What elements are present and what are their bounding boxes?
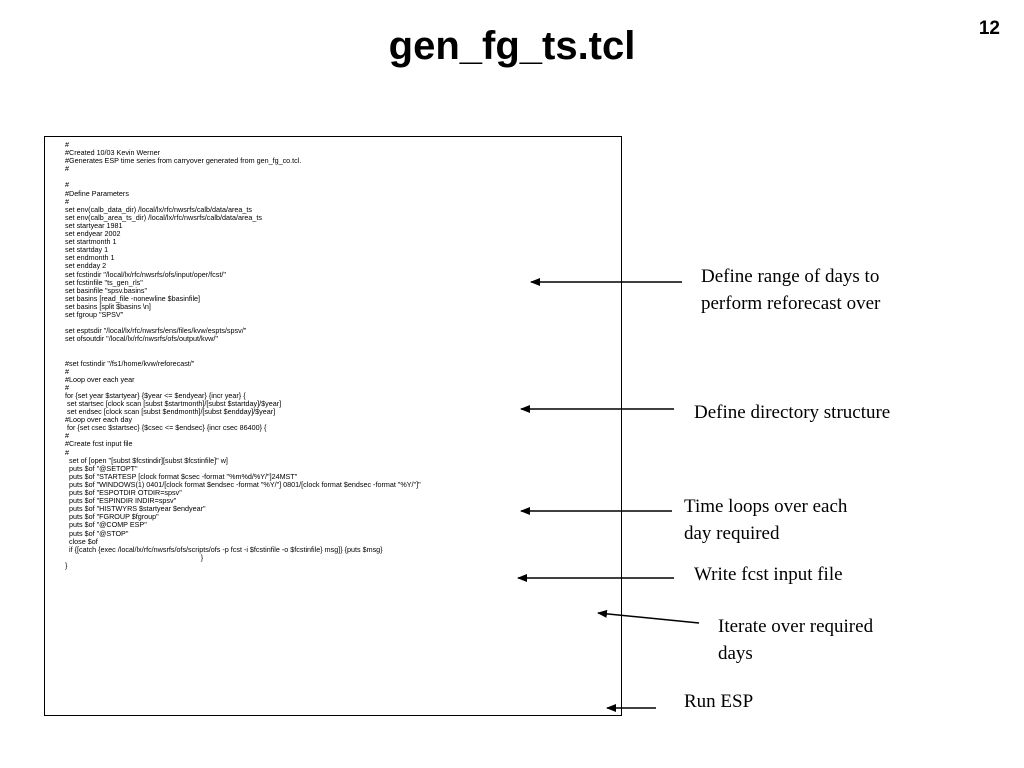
code-line: #: [65, 366, 69, 376]
code-line: set endyear 2002: [65, 229, 121, 239]
annotation-line: day required: [684, 523, 780, 544]
annotation-iterate-days: Iterate over required days: [718, 613, 873, 667]
code-line: #Define Parameters: [65, 188, 129, 198]
code-line: }: [65, 560, 68, 570]
annotation-line: Define range of days to: [701, 266, 880, 287]
code-line: #Generates ESP time series from carryove…: [65, 156, 302, 166]
code-line: #set fcstindir "/fs1/home/kvw/reforecast…: [65, 358, 195, 368]
code-listing-box: ##Created 10/03 Kevin Werner#Generates E…: [44, 136, 622, 716]
code-line: set fcstindir "/local/lx/rfc/nwsrfs/ofs/…: [65, 269, 226, 279]
code-line: #Created 10/03 Kevin Werner: [65, 148, 160, 158]
code-line: for {set year $startyear} {$year <= $end…: [65, 390, 246, 400]
code-line: set env(calb_data_dir) /local/lx/rfc/nws…: [65, 204, 252, 214]
code-line: }: [65, 552, 204, 562]
code-line: set basins [read_file -nonewline $basinf…: [65, 293, 201, 303]
code-line: puts $of "ESPOTDIR OTDIR=spsv": [65, 488, 182, 498]
code-line: puts $of "ESPINDIR INDIR=spsv": [65, 496, 177, 506]
code-listing: ##Created 10/03 Kevin Werner#Generates E…: [65, 140, 421, 570]
code-line: set fcstinfile "ts_gen_rls": [65, 277, 143, 287]
code-line: close $of: [65, 536, 98, 546]
code-line: #: [65, 431, 69, 441]
code-line: set esptsdir "/local/lx/rfc/nwsrfs/ens/f…: [65, 326, 247, 336]
code-line: set ofsoutdir "/local/lx/rfc/nwsrfs/ofs/…: [65, 334, 218, 344]
annotation-line: perform reforecast over: [701, 293, 881, 314]
code-line: set fgroup "SPSV": [65, 309, 124, 319]
annotation-day-range: Define range of days to perform reforeca…: [701, 263, 880, 317]
code-line: set startsec [clock scan [subst $startmo…: [65, 399, 282, 408]
code-line: set endsec [clock scan [subst $endmonth]…: [65, 407, 276, 417]
code-line: #: [65, 164, 69, 174]
code-line: puts $of "@STOP": [65, 528, 129, 538]
annotation-time-loops: Time loops over each day required: [684, 493, 847, 547]
code-line: set of [open "[subst $fcstindir][subst $…: [65, 455, 228, 465]
annotation-write-input-file: Write fcst input file: [694, 561, 843, 588]
annotation-directory-structure: Define directory structure: [694, 399, 890, 426]
annotation-line: Iterate over required: [718, 616, 874, 637]
code-line: puts $of "WINDOWS(1) 0401/[clock format …: [65, 479, 421, 489]
annotation-line: Run ESP: [684, 691, 754, 712]
slide-title: gen_fg_ts.tcl: [388, 24, 636, 68]
code-line: #Loop over each day: [65, 415, 133, 425]
code-line: #: [65, 140, 69, 149]
code-line: set startyear 1981: [65, 220, 123, 230]
code-line: puts $of "HISTWYRS $startyear $endyear": [65, 504, 206, 514]
code-line: #Loop over each year: [65, 374, 135, 384]
annotation-run-esp: Run ESP: [684, 688, 753, 715]
page-number: 12: [978, 18, 1000, 39]
code-line: puts $of "@SETOPT": [65, 463, 138, 473]
code-line: #Create fcst input file: [65, 439, 133, 449]
code-line: puts $of "FGROUP $fgroup": [65, 512, 159, 522]
annotation-line: Define directory structure: [694, 402, 891, 423]
code-line: set startday 1: [65, 245, 109, 255]
code-line: set endmonth 1: [65, 253, 115, 263]
code-line: if {[catch {exec /local/lx/rfc/nwsrfs/of…: [65, 544, 383, 554]
annotation-line: days: [718, 643, 753, 664]
code-line: #: [65, 196, 69, 206]
code-line: #: [65, 447, 69, 457]
arrow-iterate-days: [597, 609, 700, 624]
code-line: puts $of "@COMP ESP": [65, 520, 147, 530]
code-line: set endday 2: [65, 261, 107, 271]
code-line: #: [65, 180, 69, 190]
code-line: #: [65, 382, 69, 392]
code-line: for {set csec $startsec} {$csec <= $ends…: [65, 423, 267, 433]
code-line: set basinfile "spsv.basins": [65, 285, 148, 295]
annotation-line: Time loops over each: [684, 496, 848, 517]
code-line: set env(calb_area_ts_dir) /local/lx/rfc/…: [65, 212, 262, 222]
code-line: puts $of "STARTESP [clock format $csec -…: [65, 471, 298, 481]
annotation-line: Write fcst input file: [694, 564, 843, 585]
code-line: set startmonth 1: [65, 237, 117, 247]
code-line: set basins [split $basins \n]: [65, 301, 151, 311]
